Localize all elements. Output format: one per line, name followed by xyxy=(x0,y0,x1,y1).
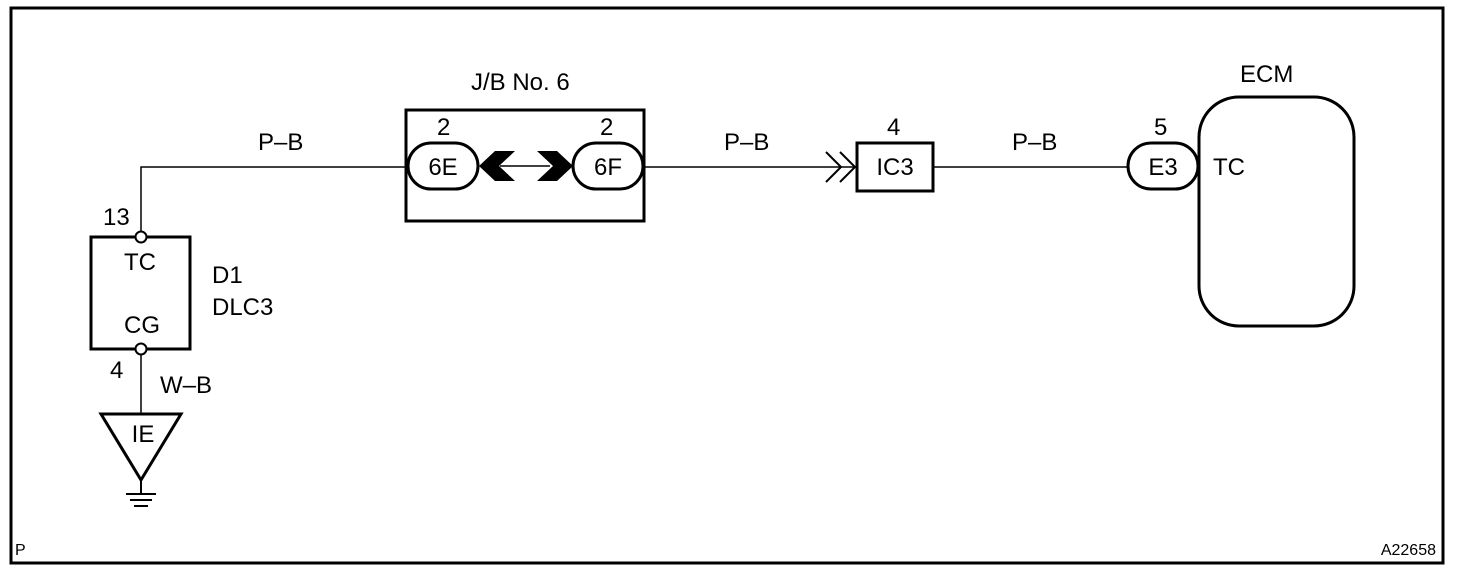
ecm-box xyxy=(1197,95,1356,328)
ic3-chevron-1-icon xyxy=(825,151,843,183)
dlc-terminal-top: TC xyxy=(124,249,156,276)
connector-e3-label: E3 xyxy=(1148,154,1177,181)
ic3-pin: 4 xyxy=(887,114,900,141)
dlc-terminal-bottom: CG xyxy=(124,312,160,339)
ecm-title: ECM xyxy=(1240,61,1293,88)
jb-left-pin: 2 xyxy=(437,114,450,141)
dlc-terminal-top-pin xyxy=(134,230,148,244)
ecm-pin: 5 xyxy=(1154,114,1167,141)
ecm-terminal: TC xyxy=(1213,154,1245,181)
right-arrow-icon xyxy=(537,151,573,181)
wire-label-right: P–B xyxy=(1012,129,1057,156)
ground-label: IE xyxy=(132,421,155,448)
dlc-terminal-bottom-pin xyxy=(134,342,148,356)
footer-right: A22658 xyxy=(1381,542,1436,559)
wire-label-ground: W–B xyxy=(160,372,212,399)
jb-right-pin: 2 xyxy=(600,114,613,141)
diagram-frame xyxy=(9,6,1445,565)
footer-left: P xyxy=(15,542,26,559)
dlc-name: DLC3 xyxy=(212,294,273,321)
jb-title: J/B No. 6 xyxy=(471,69,570,96)
wire-label-left: P–B xyxy=(258,129,303,156)
connector-6f-label: 6F xyxy=(594,154,622,181)
connector-e3 xyxy=(1126,141,1200,191)
connector-6e-label: 6E xyxy=(428,154,457,181)
dlc-pin-bottom: 4 xyxy=(110,357,123,384)
left-arrow-icon xyxy=(479,151,515,181)
ground-triangle xyxy=(98,412,184,483)
wire-dlc-to-jb xyxy=(140,166,407,232)
ic3-box xyxy=(855,141,935,193)
ic3-chevron-2-icon xyxy=(839,151,857,183)
connector-6e xyxy=(406,141,480,191)
ic3-label: IC3 xyxy=(876,154,913,181)
ground-icon xyxy=(126,480,156,507)
dlc-pin-top: 13 xyxy=(103,204,130,231)
wire-label-middle: P–B xyxy=(724,129,769,156)
dlc-id: D1 xyxy=(212,262,243,289)
